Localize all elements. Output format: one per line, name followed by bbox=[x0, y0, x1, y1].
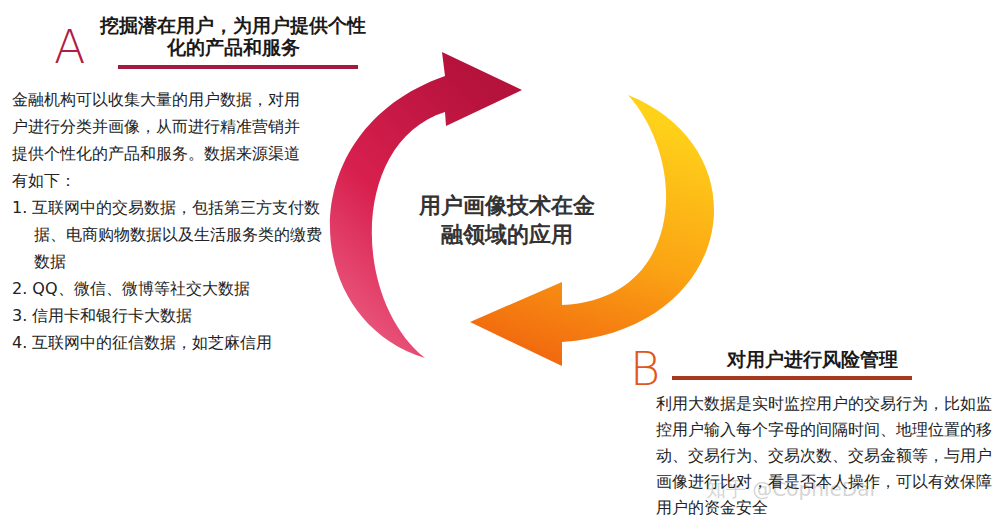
section-body: 利用大数据是实时监控用户的交易行为，比如监控用户输入每个字母的间隔时间、地理位置… bbox=[656, 391, 992, 521]
diagram-title: 用户画像技术在金融领域的应用 bbox=[418, 191, 596, 249]
list-item: 3. 信用卡和银行卡大数据 bbox=[12, 302, 334, 329]
section-letter: B bbox=[630, 346, 660, 392]
heading-bar bbox=[118, 65, 358, 69]
text-panel: B 对用户进行风险管理利用大数据是实时监控用户的交易行为，比如监控用户输入每个字母… bbox=[622, 336, 1002, 530]
list-item: 4. 互联网中的征信数据，如芝麻信用 bbox=[12, 329, 334, 356]
section-heading: 挖掘潜在用户，为用户提供个性化的产品和服务 bbox=[98, 14, 368, 58]
list-item: 1. 互联网中的交易数据，包括第三方支付数据、电商购物数据以及生活服务类的缴费数… bbox=[12, 194, 334, 275]
list-item: 2. QQ、微信、微博等社交大数据 bbox=[12, 275, 334, 302]
text-panel: A 挖掘潜在用户，为用户提供个性化的产品和服务金融机构可以收集大量的用户数据，对用… bbox=[6, 8, 368, 370]
section-letter: A bbox=[54, 24, 85, 70]
heading-bar bbox=[672, 376, 912, 380]
section-heading: 对用户进行风险管理 bbox=[682, 348, 942, 370]
section-body: 金融机构可以收集大量的用户数据，对用户进行分类并画像，从而进行精准营销并提供个性… bbox=[12, 86, 312, 194]
